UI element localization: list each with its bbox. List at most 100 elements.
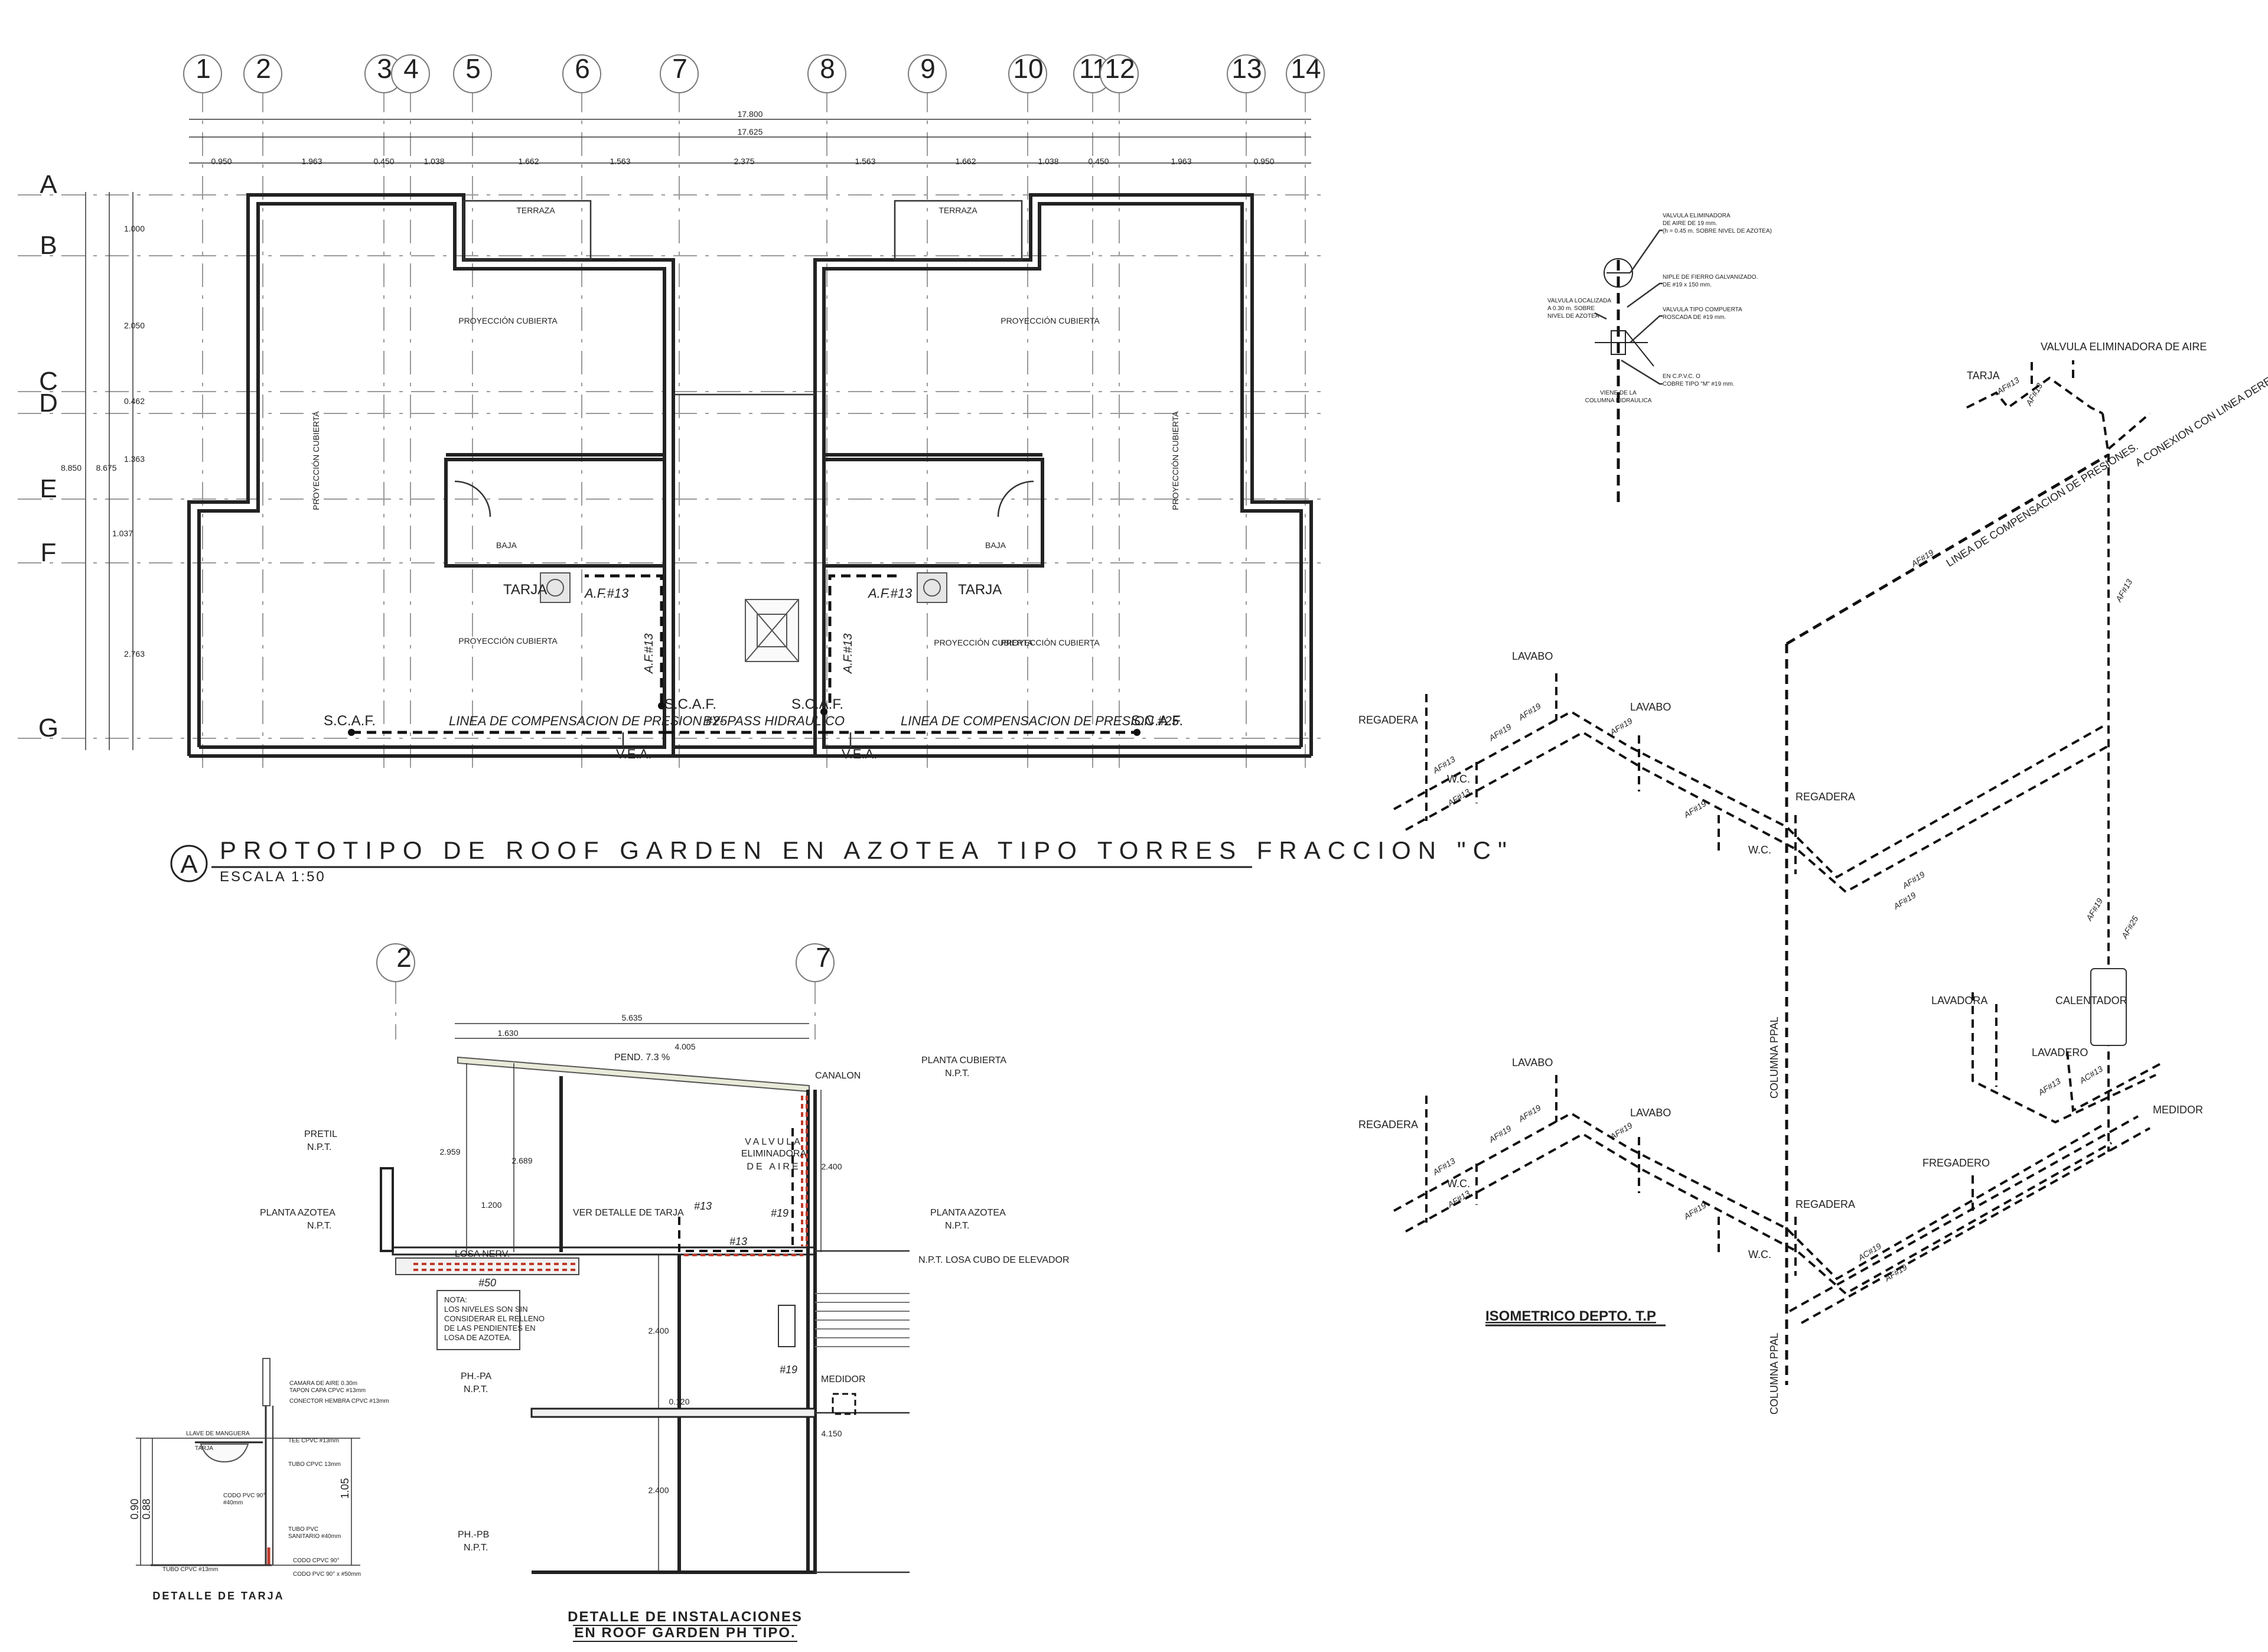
terraza-label-left: TERRAZA — [516, 206, 555, 215]
iso-label-columna: COLUMNA PPAL — [1768, 1016, 1780, 1099]
section-title-2: EN ROOF GARDEN PH TIPO. — [574, 1625, 796, 1641]
grid-column-label: 2 — [256, 53, 271, 84]
af13-left: A.F.#13 — [584, 586, 629, 601]
plan-title-block: A PROTOTIPO DE ROOF GARDEN EN AZOTEA TIP… — [170, 836, 1507, 885]
valve-note: NIVEL DE AZOTEA — [1547, 313, 1599, 320]
section-dim-h1: 2.959 — [439, 1147, 460, 1156]
bypass-label: BY- PASS HIDRAULICO — [703, 713, 845, 728]
iso-pipe-tag: AF#19 — [1608, 716, 1634, 737]
grid-column-label: 5 — [465, 53, 481, 84]
valve-note: NIPLE DE FIERRO GALVANIZADO. — [1663, 274, 1758, 281]
iso-label-vea: VALVULA ELIMINADORA DE AIRE — [2041, 341, 2207, 353]
grid-column-bubble — [1100, 54, 1139, 93]
grid-column-bubble — [807, 54, 846, 93]
grid-column-label: 3 — [377, 53, 392, 84]
proyeccion-label-5: PROYECCIÓN CUBIERTA — [1001, 638, 1100, 647]
terraza-label-right: TERRAZA — [939, 206, 977, 215]
tarja-note: CAMARA DE AIRE 0.30m — [289, 1380, 357, 1387]
partial-dim-label: 1.662 — [955, 157, 976, 166]
dim-total-1: 8.850 — [61, 463, 82, 473]
proyeccion-label-2: PROYECCIÓN CUBIERTA — [1001, 316, 1100, 325]
npt-label: N.P.T. — [307, 1221, 332, 1231]
grid-column-bubble — [1227, 54, 1266, 93]
npt-label: N.P.T. — [464, 1543, 488, 1553]
grid-column-label: 8 — [820, 53, 835, 84]
partial-dim-label: 1.963 — [301, 157, 322, 166]
iso-pipe-tag: AF#19 — [1516, 701, 1542, 722]
tarja-label-left: TARJA — [503, 582, 547, 598]
grid-row-label: G — [38, 713, 58, 742]
vea-right: V.E.A. — [842, 747, 877, 761]
ph-pa-label: PH.-PA — [461, 1371, 491, 1381]
proyeccion-label-3: PROYECCIÓN CUBIERTA — [458, 636, 558, 646]
medidor-label: MEDIDOR — [821, 1374, 866, 1384]
grid-column-label: 6 — [575, 53, 590, 84]
partial-dim-label: 0.450 — [373, 157, 394, 166]
canalon-label: CANALON — [815, 1071, 861, 1081]
iso-pipe-tag: AF#19 — [1516, 1103, 1542, 1124]
losa-label: LOSA NERV. — [455, 1249, 510, 1259]
proyeccion-label-4: PROYECCIÓN CUBIERTA — [934, 638, 1033, 647]
valve-note: DE AIRE DE 19 mm. — [1663, 220, 1717, 227]
tarja-note: TAPON CAPA CPVC #13mm — [289, 1387, 366, 1394]
iso-label-lavabo: LAVABO — [1512, 1057, 1553, 1068]
losa-cubo-label: N.P.T. LOSA CUBO DE ELEVADOR — [918, 1255, 1070, 1265]
npt-label: N.P.T. — [464, 1384, 488, 1394]
ver-detalle-label: VER DETALLE DE TARJA — [573, 1208, 684, 1218]
dim-v-5: 1.037 — [112, 529, 133, 538]
tarja-dim-3: 1.05 — [339, 1478, 351, 1498]
grid-column-label: 10 — [1013, 53, 1043, 84]
plan-pipes — [348, 574, 1140, 747]
partial-dim-label: 1.662 — [518, 157, 539, 166]
grid-row-label: F — [41, 538, 57, 567]
linea-comp-right: LINEA DE COMPENSACION DE PRESION #25 — [901, 713, 1179, 728]
grid-column-label: 4 — [403, 53, 419, 84]
iso-label-lavabo: LAVABO — [1512, 650, 1553, 662]
valvula-label: DE AIRE — [747, 1162, 800, 1172]
iso-pipe-tag: AF#13 — [1445, 787, 1471, 808]
iso-pipe-tag: AF#19 — [2084, 897, 2104, 923]
grid-column-bubble — [391, 54, 430, 93]
pipe-13-label: #13 — [694, 1200, 712, 1212]
valve-note: (h = 0.45 m. SOBRE NIVEL DE AZOTEA) — [1663, 228, 1772, 234]
grid-row-label: D — [39, 389, 58, 418]
valve-note: VALVULA LOCALIZADA — [1547, 298, 1611, 304]
tarja-dim-1: 0.90 — [129, 1498, 141, 1519]
grid-column-bubble — [660, 54, 699, 93]
tarja-label-right: TARJA — [958, 582, 1002, 598]
valve-note: EN C.P.V.C. O — [1663, 373, 1700, 380]
dim-overall-1: 17.800 — [738, 109, 763, 119]
section-axis-label: 7 — [816, 942, 831, 973]
valvula-label: VALVULA — [745, 1137, 803, 1147]
grid-column-bubble — [453, 54, 492, 93]
iso-pipe-tag: AF#13 — [2113, 578, 2134, 604]
af13-left-vert: A.F.#13 — [643, 634, 656, 674]
tarja-note: TUBO CPVC 13mm — [288, 1461, 341, 1468]
scaf-4: S.C.A.F. — [1131, 713, 1183, 729]
iso-label-wc: W.C. — [1447, 1178, 1470, 1190]
partial-dim-label: 0.950 — [211, 157, 232, 166]
tarja-note: TARJA — [195, 1445, 213, 1452]
scaf-2: S.C.A.F. — [664, 696, 716, 712]
plan-scale: ESCALA 1:50 — [220, 869, 326, 885]
af13-right-vert: A.F.#13 — [842, 634, 855, 674]
plan-title-marker: A — [180, 850, 198, 879]
grid-column-bubble — [183, 54, 222, 93]
proyeccion-label-6: PROYECCIÓN CUBIERTA — [311, 411, 321, 510]
valve-note: DE #19 x 150 mm. — [1663, 282, 1712, 288]
iso-pipe-tag: AF#13 — [2036, 1076, 2062, 1097]
npt-label: N.P.T. — [945, 1221, 970, 1231]
partial-dim-label: 2.375 — [734, 157, 754, 166]
planta-azotea-label: PLANTA AZOTEA — [930, 1208, 1006, 1218]
grid-column-label: 13 — [1231, 53, 1262, 84]
grid-column-label: 14 — [1291, 53, 1321, 84]
ph-pb-label: PH.-PB — [458, 1530, 489, 1540]
iso-pipe-tag: AF#19 — [1682, 1200, 1707, 1221]
baja-label-right: BAJA — [985, 540, 1006, 550]
